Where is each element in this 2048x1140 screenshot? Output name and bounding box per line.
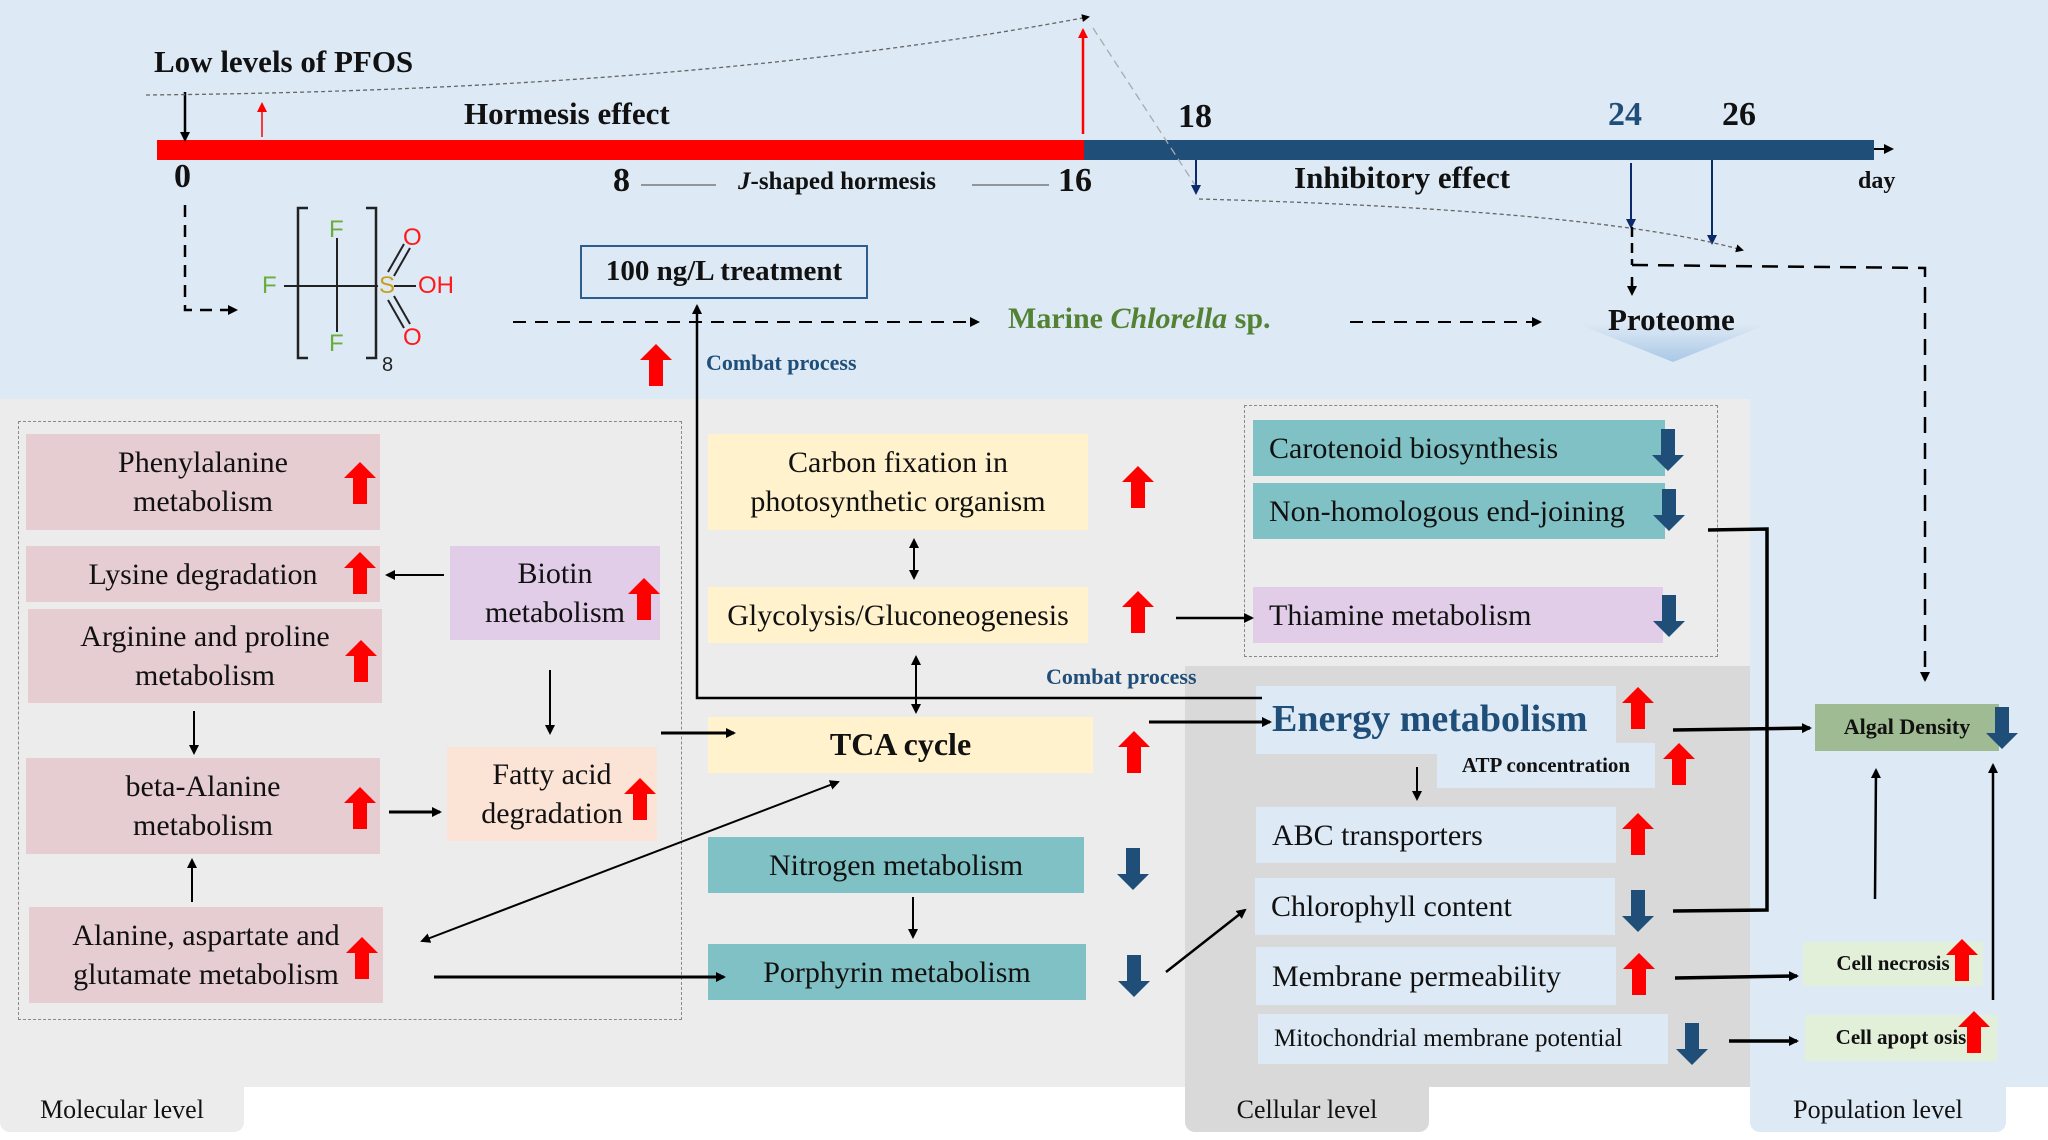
abc-up-arrow-icon: [1622, 813, 1654, 860]
necrosis-up-arrow-icon: [1946, 939, 1978, 986]
biotin-metabolism-box: Biotin metabolism: [450, 546, 660, 640]
fluorine-left: F: [262, 272, 277, 299]
mitochondrial-potential-box: Mitochondrial membrane potential: [1258, 1014, 1668, 1064]
cellular-level-label: Cellular level: [1185, 1087, 1429, 1132]
box-line1: Lysine degradation: [88, 557, 318, 591]
proteome-label: Proteome: [1608, 302, 1735, 337]
algal-density-down-arrow-icon: [1986, 707, 2018, 754]
repeat-subscript: 8: [382, 354, 394, 376]
sulfur-atom: S: [379, 272, 396, 299]
combat-process-label-top: Combat process: [706, 350, 857, 375]
box-line2: metabolism: [133, 485, 273, 518]
tick-26: 26: [1722, 96, 1756, 133]
day-unit-label: day: [1858, 168, 1896, 194]
atp-up-arrow-icon: [1663, 743, 1695, 790]
membrane-up-arrow-icon: [1623, 953, 1655, 1000]
pfos-bonds: [284, 206, 416, 360]
organism-genus: Chlorella: [1110, 302, 1228, 335]
box-line2: metabolism: [135, 659, 275, 692]
tick-16: 16: [1058, 162, 1092, 199]
alanine-up-arrow-icon: [346, 937, 378, 984]
box-line1: beta-Alanine: [125, 770, 281, 803]
combat-process-label-mid: Combat process: [1046, 664, 1197, 689]
membrane-permeability-box: Membrane permeability: [1256, 947, 1616, 1005]
alanine-aspartate-glutamate-box: Alanine, aspartate and glutamate metaboli…: [29, 907, 383, 1003]
lysine-degradation-box: Lysine degradation: [26, 546, 380, 602]
j-shaped-hormesis-label: J-shaped hormesis: [738, 168, 936, 196]
thiamine-down-arrow-icon: [1653, 595, 1685, 642]
amino-acid-group-box: [18, 421, 682, 1020]
oxygen-top: O: [403, 224, 422, 251]
box-line2: metabolism: [133, 809, 273, 842]
phenylalanine-up-arrow-icon: [344, 462, 376, 509]
phenylalanine-metabolism-box: Phenylalanine metabolism: [26, 434, 380, 530]
chlorophyll-down-arrow-icon: [1622, 890, 1654, 937]
arginine-up-arrow-icon: [345, 640, 377, 687]
tick-18: 18: [1178, 98, 1212, 135]
thiamine-metabolism-box: Thiamine metabolism: [1253, 587, 1663, 643]
atp-concentration-box: ATP concentration: [1437, 743, 1655, 788]
box-line1: Alanine, aspartate and: [72, 919, 340, 952]
oxygen-bottom: O: [403, 324, 422, 351]
hormesis-effect-label: Hormesis effect: [464, 96, 670, 131]
box-line2: degradation: [481, 797, 623, 830]
box-line2: photosynthetic organism: [750, 485, 1046, 518]
energy-metabolism-box: Energy metabolism: [1256, 686, 1616, 754]
organism-prefix: Marine: [1008, 302, 1111, 335]
inhibitory-bar: [1084, 140, 1874, 160]
apoptosis-up-arrow-icon: [1958, 1011, 1990, 1058]
carotenoid-biosynthesis-box: Carotenoid biosynthesis: [1253, 420, 1665, 476]
biotin-up-arrow-icon: [628, 578, 660, 625]
organism-suffix: sp.: [1227, 302, 1271, 335]
pfos-structure: F F F S O O OH 8: [258, 204, 498, 376]
j-italic: J: [738, 168, 751, 195]
box-line2: metabolism: [485, 596, 625, 629]
fluorine-top: F: [329, 216, 344, 243]
box-line1: Fatty acid: [492, 758, 612, 791]
carotenoid-down-arrow-icon: [1652, 429, 1684, 476]
beta-alanine-box: beta-Alanine metabolism: [26, 758, 380, 854]
treatment-box: 100 ng/L treatment: [580, 245, 868, 299]
energy-up-arrow-icon: [1622, 687, 1654, 734]
porphyrin-metabolism-box: Porphyrin metabolism: [708, 944, 1086, 1000]
hormesis-bar: [157, 140, 1084, 160]
tick-24: 24: [1608, 96, 1642, 133]
tca-cycle-box: TCA cycle: [708, 717, 1093, 773]
box-line1: Phenylalanine: [118, 446, 288, 479]
organism-label: Marine Chlorella sp.: [1008, 302, 1271, 336]
cell-apoptosis-box: Cell apopt osis: [1805, 1015, 1997, 1061]
abc-transporters-box: ABC transporters: [1256, 807, 1616, 863]
fatty-acid-up-arrow-icon: [624, 778, 656, 825]
beta-alanine-up-arrow-icon: [344, 787, 376, 834]
mitochondrial-down-arrow-icon: [1676, 1023, 1708, 1070]
nhej-down-arrow-icon: [1653, 489, 1685, 536]
porphyrin-down-arrow-icon: [1118, 955, 1150, 1002]
fluorine-bottom: F: [329, 330, 344, 357]
lysine-up-arrow-icon: [344, 552, 376, 599]
carbon-fixation-up-arrow-icon: [1122, 466, 1154, 513]
hydroxyl-group: OH: [418, 272, 454, 299]
chlorophyll-content-box: Chlorophyll content: [1255, 878, 1615, 935]
tca-up-arrow-icon: [1118, 731, 1150, 778]
box-line1: Biotin: [517, 557, 593, 590]
algal-density-box: Algal Density: [1815, 704, 1999, 751]
box-line1: Arginine and proline: [80, 620, 330, 653]
nitrogen-metabolism-box: Nitrogen metabolism: [708, 837, 1084, 893]
glycolysis-box: Glycolysis/Gluconeogenesis: [708, 587, 1088, 643]
j-rest: -shaped hormesis: [750, 168, 936, 195]
timeline-title: Low levels of PFOS: [154, 44, 414, 79]
arginine-proline-box: Arginine and proline metabolism: [28, 609, 382, 703]
population-level-label: Population level: [1750, 1087, 2006, 1132]
tick-0: 0: [174, 158, 191, 195]
combat-process-up-arrow-icon: [640, 344, 672, 391]
glycolysis-up-arrow-icon: [1122, 591, 1154, 638]
tick-8: 8: [613, 162, 630, 199]
molecular-level-label: Molecular level: [0, 1087, 244, 1132]
carbon-fixation-box: Carbon fixation in photosynthetic organis…: [708, 434, 1088, 530]
nhej-box: Non-homologous end-joining: [1253, 483, 1665, 539]
nitrogen-down-arrow-icon: [1117, 848, 1149, 895]
inhibitory-effect-label: Inhibitory effect: [1294, 160, 1511, 195]
box-line1: Carbon fixation in: [788, 446, 1008, 479]
box-line2: glutamate metabolism: [73, 958, 339, 991]
